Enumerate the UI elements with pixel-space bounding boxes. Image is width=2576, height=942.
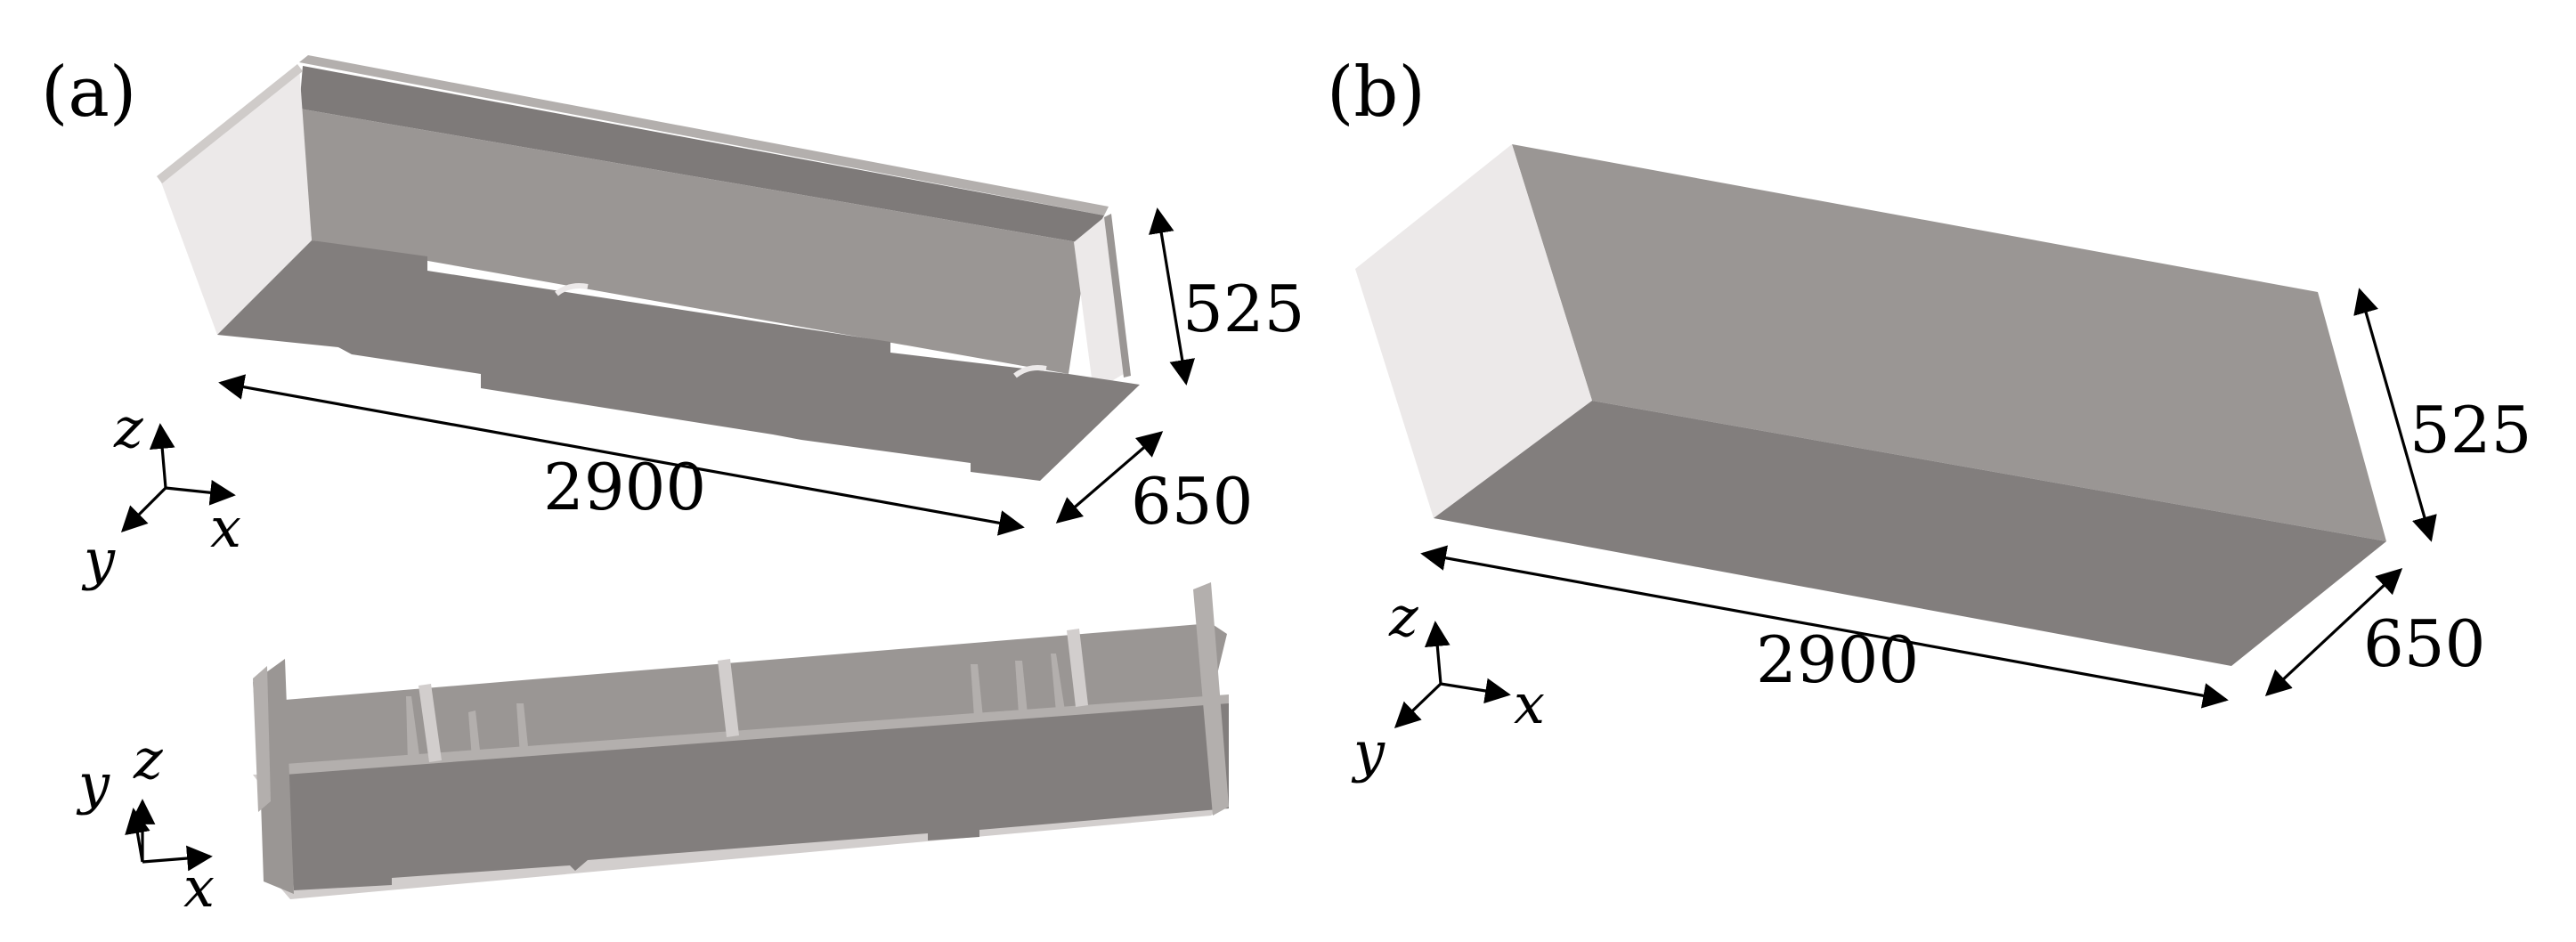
panel-a-length-arrow bbox=[218, 374, 1025, 536]
box-end-face bbox=[1355, 144, 1592, 518]
panel-b-width-label: 650 bbox=[2363, 606, 2485, 681]
axis-y-label: y bbox=[1351, 719, 1386, 784]
tray-floor-highlight-2 bbox=[1013, 365, 1047, 378]
tray-left-end-wall bbox=[160, 66, 312, 335]
axis-y-arrow bbox=[120, 486, 167, 533]
panel-b-height-label: 525 bbox=[2409, 393, 2531, 467]
axis-z-label: z bbox=[1388, 584, 1418, 649]
box-partition-2 bbox=[718, 659, 739, 737]
tray-floor-highlight-1 bbox=[555, 283, 589, 296]
panel-a-height-arrow bbox=[1149, 207, 1195, 386]
tray-rear-lip bbox=[299, 55, 1109, 215]
panel-a-label: (a) bbox=[41, 53, 136, 133]
panel-b: (b) 525 2900 650 z x y bbox=[1327, 53, 2531, 784]
axis-z-label: z bbox=[113, 395, 143, 460]
box-fin-3 bbox=[516, 703, 529, 755]
box-fin-2 bbox=[468, 711, 481, 759]
tray-back-wall-upper bbox=[299, 66, 1104, 244]
box-fin-4 bbox=[971, 664, 983, 718]
panel-b-axes: z x y bbox=[1351, 584, 1545, 784]
panel-b-label: (b) bbox=[1327, 53, 1426, 133]
axis-y-label: y bbox=[76, 751, 110, 816]
panel-b-box-model bbox=[1355, 144, 2386, 666]
axis-z-label: z bbox=[133, 727, 163, 792]
panel-b-width-arrow bbox=[2264, 568, 2403, 696]
tray-right-end-wall bbox=[1074, 217, 1124, 392]
axis-x-label: x bbox=[210, 495, 241, 560]
axis-y-arrow bbox=[1394, 682, 1442, 728]
axis-x-label: x bbox=[1514, 671, 1545, 736]
axis-x-label: x bbox=[183, 855, 215, 920]
axis-x-arrow bbox=[142, 845, 213, 872]
tray-back-wall bbox=[299, 109, 1088, 374]
panel-a-width-arrow bbox=[1055, 431, 1164, 524]
axis-x-arrow bbox=[165, 479, 236, 506]
axis-z-arrow bbox=[149, 423, 175, 489]
panel-a-tray-model bbox=[157, 55, 1140, 481]
box-fin-1 bbox=[406, 696, 420, 764]
tray-left-rim bbox=[157, 64, 303, 183]
panel-a-height-label: 525 bbox=[1182, 272, 1304, 346]
panel-b-length-arrow bbox=[1420, 545, 2229, 709]
panel-a-axes-bottom: z y x bbox=[76, 727, 215, 920]
box-fin-6 bbox=[1051, 654, 1065, 712]
box-right-end bbox=[1193, 582, 1229, 816]
box-partition-3 bbox=[1067, 629, 1088, 707]
axis-x-arrow bbox=[1440, 678, 1511, 704]
box-left-end-rim bbox=[253, 666, 271, 812]
tray-right-rim bbox=[1104, 214, 1131, 378]
panel-a-length-label: 2900 bbox=[543, 450, 706, 524]
panel-a-axes-top: z x y bbox=[81, 395, 241, 592]
box-fin-5 bbox=[1015, 661, 1028, 714]
box-top-face bbox=[1512, 144, 2386, 541]
box-partition-1 bbox=[418, 684, 442, 762]
axis-z-arrow bbox=[1424, 621, 1451, 685]
axis-y-arrow bbox=[125, 808, 150, 863]
panel-b-height-arrow bbox=[2353, 288, 2437, 542]
panel-a-width-label: 650 bbox=[1131, 464, 1253, 539]
panel-a-compartment-model bbox=[253, 582, 1229, 899]
axis-y-label: y bbox=[81, 527, 116, 592]
panel-b-length-label: 2900 bbox=[1756, 622, 1919, 697]
box-front-wall bbox=[285, 700, 1229, 890]
panel-a: (a) 525 2900 650 bbox=[41, 53, 1304, 920]
